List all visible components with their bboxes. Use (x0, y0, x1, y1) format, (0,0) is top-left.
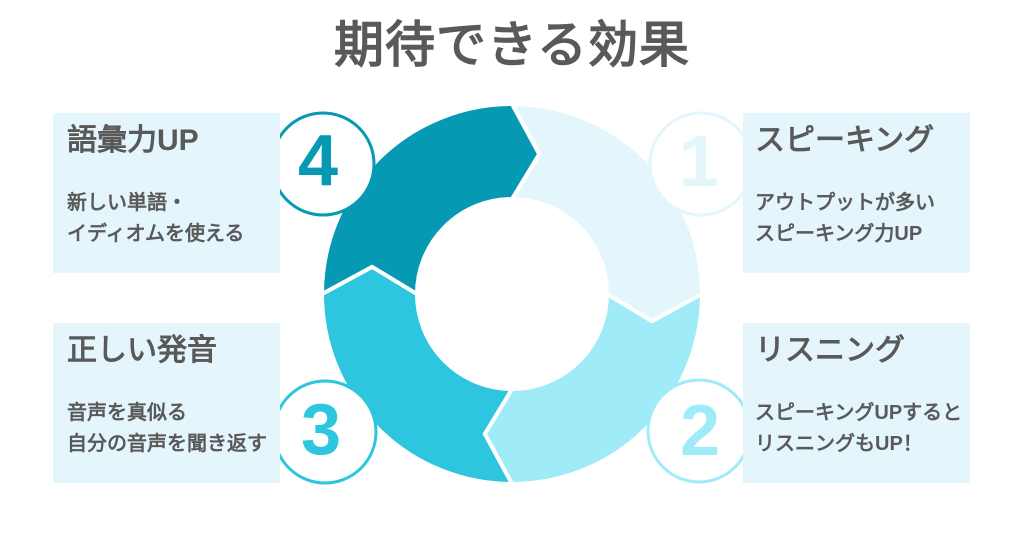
card-description-line: イディオムを使える (67, 223, 245, 245)
card-vocabulary: 語彙力UP 新しい単語・ イディオムを使える (53, 113, 280, 273)
cycle-ring (319, 101, 705, 487)
card-heading: 正しい発音 (67, 334, 217, 367)
card-heading: スピーキング (755, 124, 935, 157)
page-title: 期待できる効果 (334, 17, 690, 73)
card-description-line: スピーキング力UP (755, 223, 923, 245)
step-number-4: 4 (298, 121, 338, 201)
card-description: 音声を真似る 自分の音声を聞き返す (67, 398, 280, 460)
ring-segment-1 (508, 101, 705, 324)
step-number-badge-2: 2 (646, 378, 752, 484)
card-description-line: スピーキングUPすると (755, 402, 963, 424)
card-description-line: 新しい単語・ (67, 192, 187, 214)
card-heading: 語彙力UP (67, 124, 199, 157)
step-number-badge-3: 3 (272, 379, 378, 485)
ring-segment-2 (482, 290, 705, 487)
card-heading: リスニング (755, 334, 905, 367)
card-speaking: スピーキング アウトプットが多い スピーキング力UP (743, 113, 970, 273)
step-number-2: 2 (680, 391, 720, 471)
card-pronunciation: 正しい発音 音声を真似る 自分の音声を聞き返す (53, 323, 280, 483)
step-number-badge-1: 1 (648, 111, 754, 217)
step-number-3: 3 (301, 390, 341, 470)
card-listening: リスニング スピーキングUPすると リスニングもUP！ (743, 323, 970, 483)
card-description: 新しい単語・ イディオムを使える (67, 188, 280, 250)
card-description: アウトプットが多い スピーキング力UP (755, 188, 970, 250)
ring-segment-3 (319, 264, 516, 487)
step-number-1: 1 (679, 122, 719, 202)
card-description-line: 自分の音声を聞き返す (67, 433, 267, 455)
card-description: スピーキングUPすると リスニングもUP！ (755, 398, 970, 460)
card-description-line: アウトプットが多い (755, 192, 935, 214)
card-description-line: リスニングもUP！ (755, 433, 923, 455)
card-description-line: 音声を真似る (67, 402, 187, 424)
step-number-badge-4: 4 (270, 111, 376, 217)
